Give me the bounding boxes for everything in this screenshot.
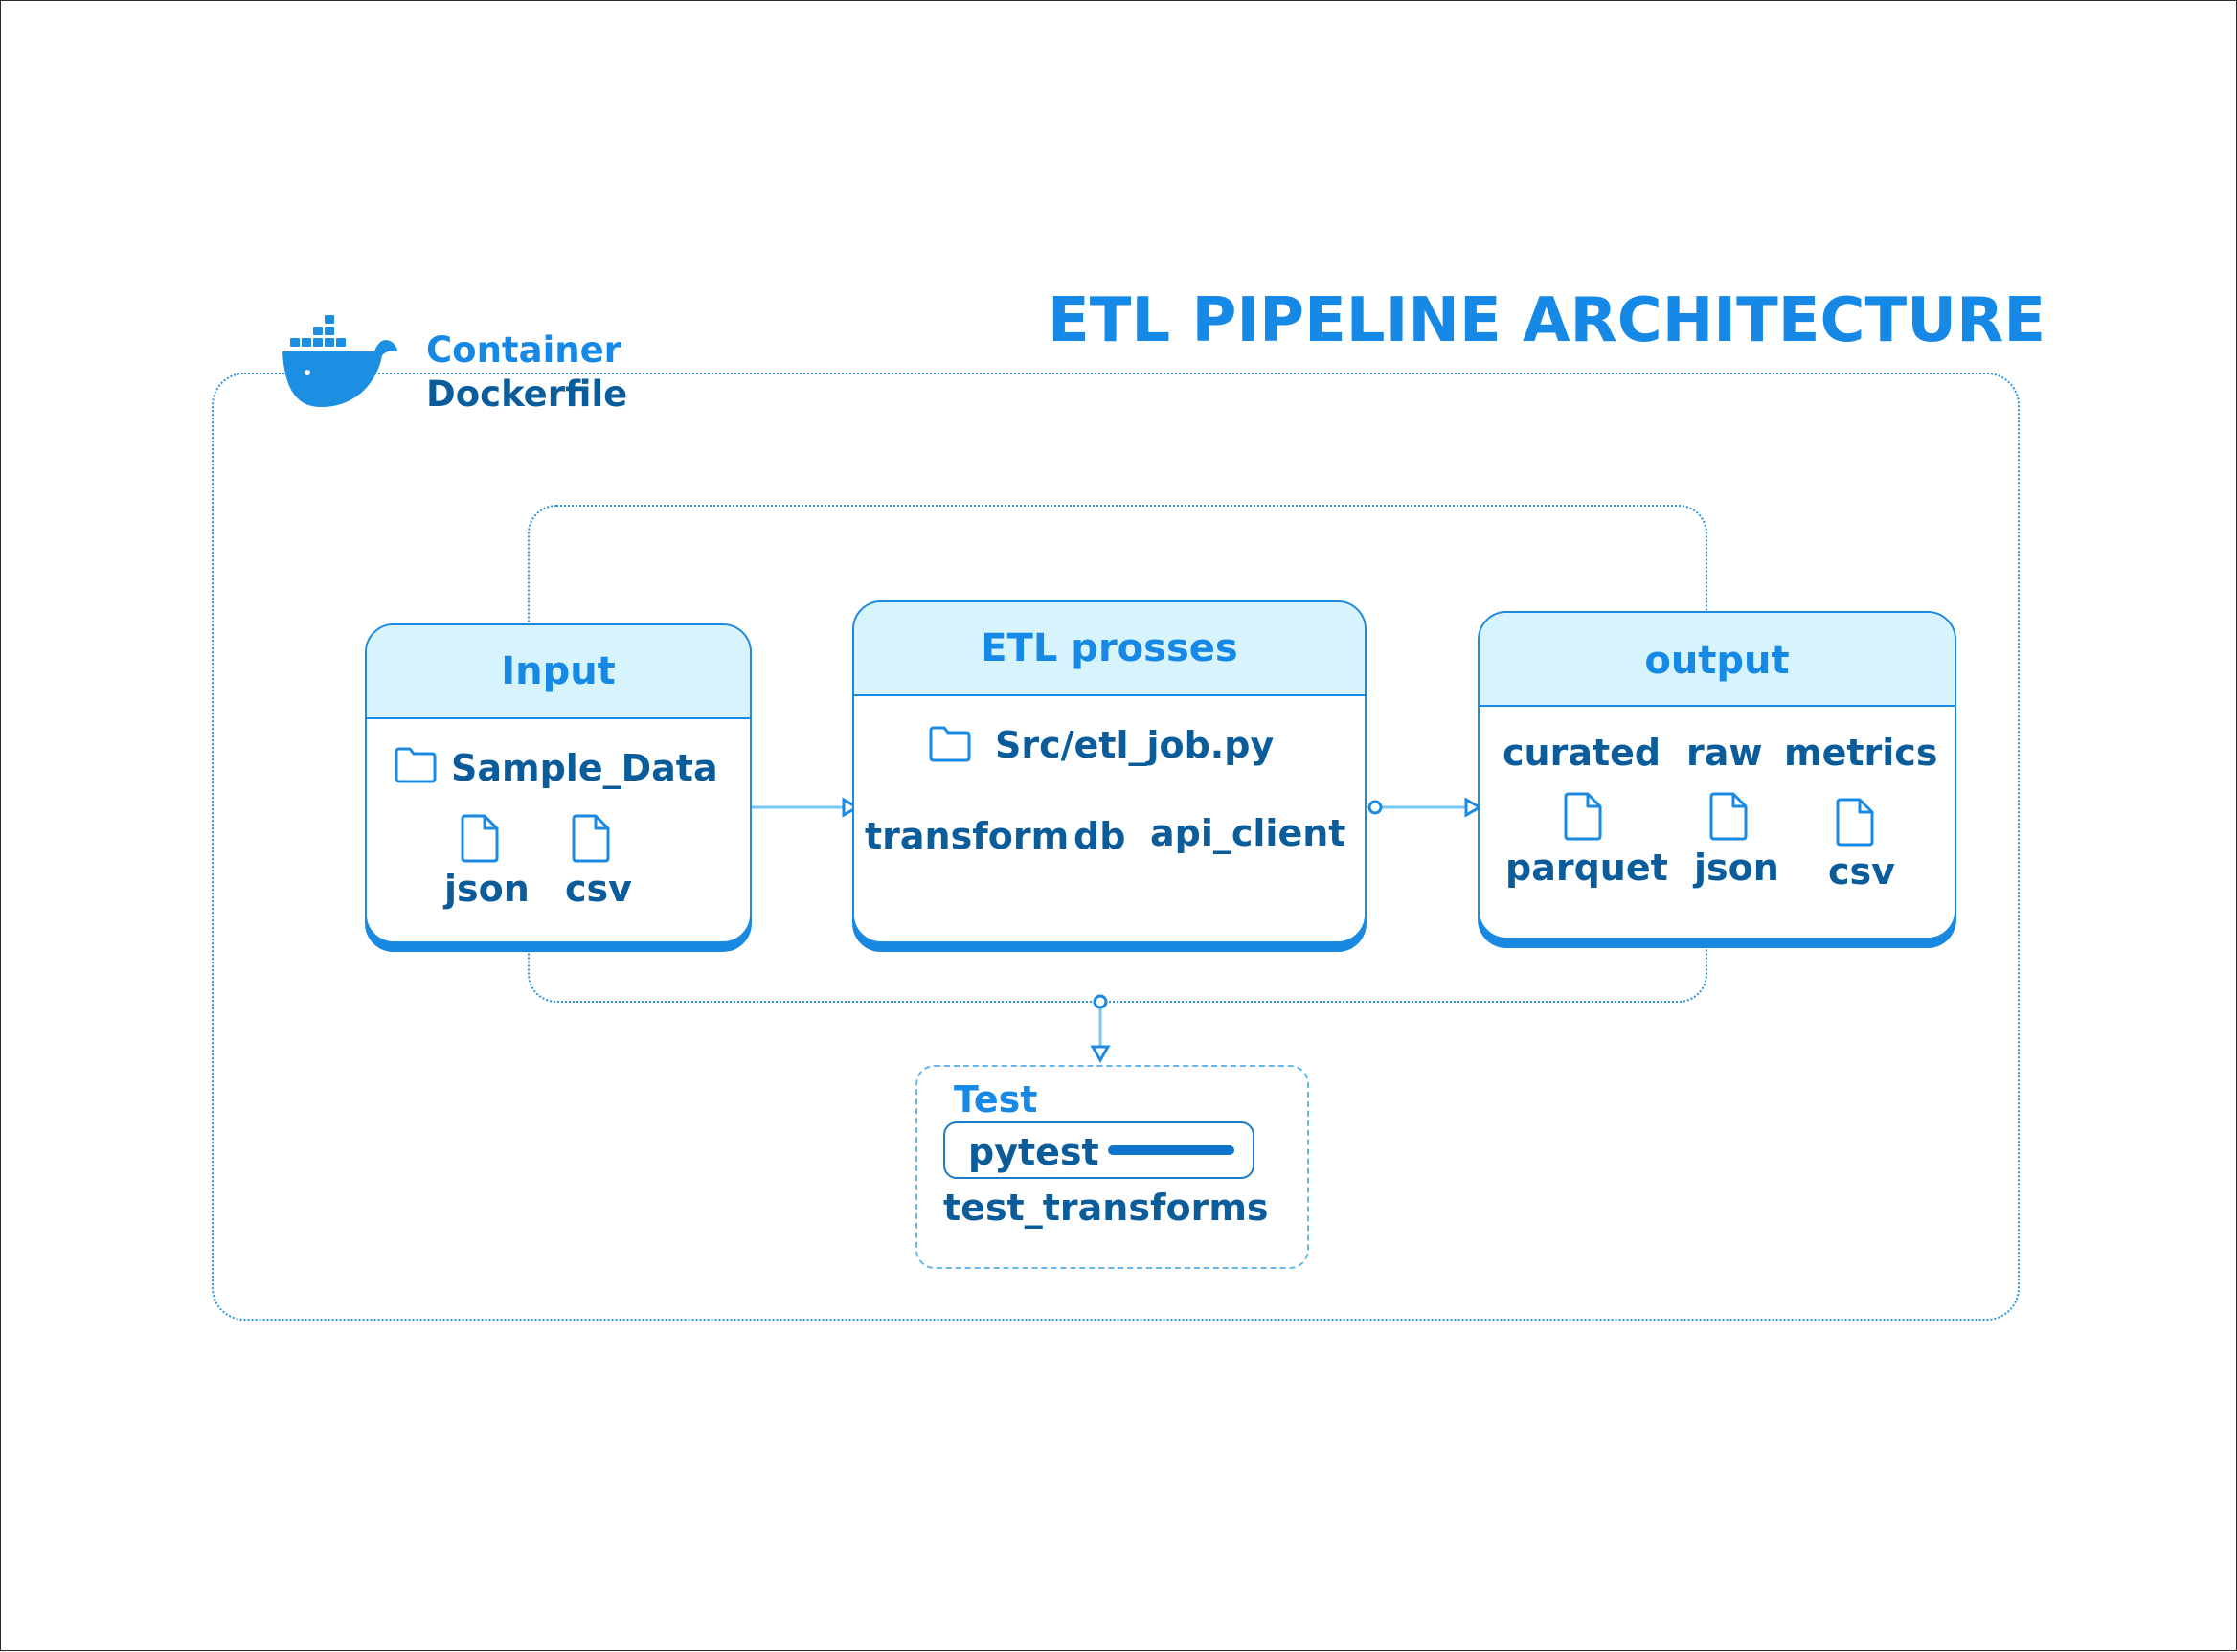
arrowhead-test xyxy=(1090,1045,1111,1064)
docker-whale-icon xyxy=(282,315,397,407)
etl-script-label: Src/etl_job.py xyxy=(995,724,1275,766)
file-icon xyxy=(1836,798,1874,847)
arrowhead-output xyxy=(1464,797,1483,818)
etl-box-header: ETL prosses xyxy=(854,602,1365,696)
etl-module-db: db xyxy=(1073,815,1126,857)
connector-dot-etl xyxy=(1367,800,1383,815)
output-folder-metrics: metrics xyxy=(1784,732,1938,774)
etl-module-api-client: api_client xyxy=(1150,812,1346,854)
etl-module-transform: transform xyxy=(865,815,1070,857)
etl-box: ETL prosses xyxy=(852,600,1367,943)
test-title: Test xyxy=(954,1078,1038,1120)
output-box: output xyxy=(1478,611,1956,939)
file-icon xyxy=(1709,792,1748,841)
output-file-csv: csv xyxy=(1828,850,1895,893)
output-folder-raw: raw xyxy=(1686,732,1763,774)
diagram-title: ETL PIPELINE ARCHITECTURE xyxy=(1048,285,2046,356)
connector-dot-pipeline xyxy=(1093,994,1108,1009)
input-box: Input xyxy=(365,623,752,943)
file-icon xyxy=(572,814,610,863)
input-folder-label: Sample_Data xyxy=(451,747,718,789)
pytest-bar xyxy=(1108,1145,1234,1155)
output-file-json: json xyxy=(1694,847,1779,889)
pytest-label: pytest xyxy=(968,1131,1099,1173)
test-file-label: test_transforms xyxy=(943,1187,1269,1229)
output-box-title: output xyxy=(1644,639,1790,683)
file-icon xyxy=(1564,792,1602,841)
output-file-parquet: parquet xyxy=(1505,847,1668,889)
input-file-label: json xyxy=(444,868,530,910)
arrowhead-etl xyxy=(842,797,861,818)
file-icon xyxy=(461,814,499,863)
output-folder-curated: curated xyxy=(1503,732,1661,774)
input-file-label: csv xyxy=(565,868,632,910)
output-box-header: output xyxy=(1480,613,1955,707)
etl-box-title: ETL prosses xyxy=(981,626,1238,670)
folder-icon xyxy=(929,726,971,762)
folder-icon xyxy=(395,747,437,783)
input-box-title: Input xyxy=(501,649,616,693)
container-boundary xyxy=(212,373,2020,1321)
dockerfile-label: Dockerfile xyxy=(426,373,628,415)
input-box-header: Input xyxy=(367,625,750,719)
container-label: Container xyxy=(426,329,621,371)
